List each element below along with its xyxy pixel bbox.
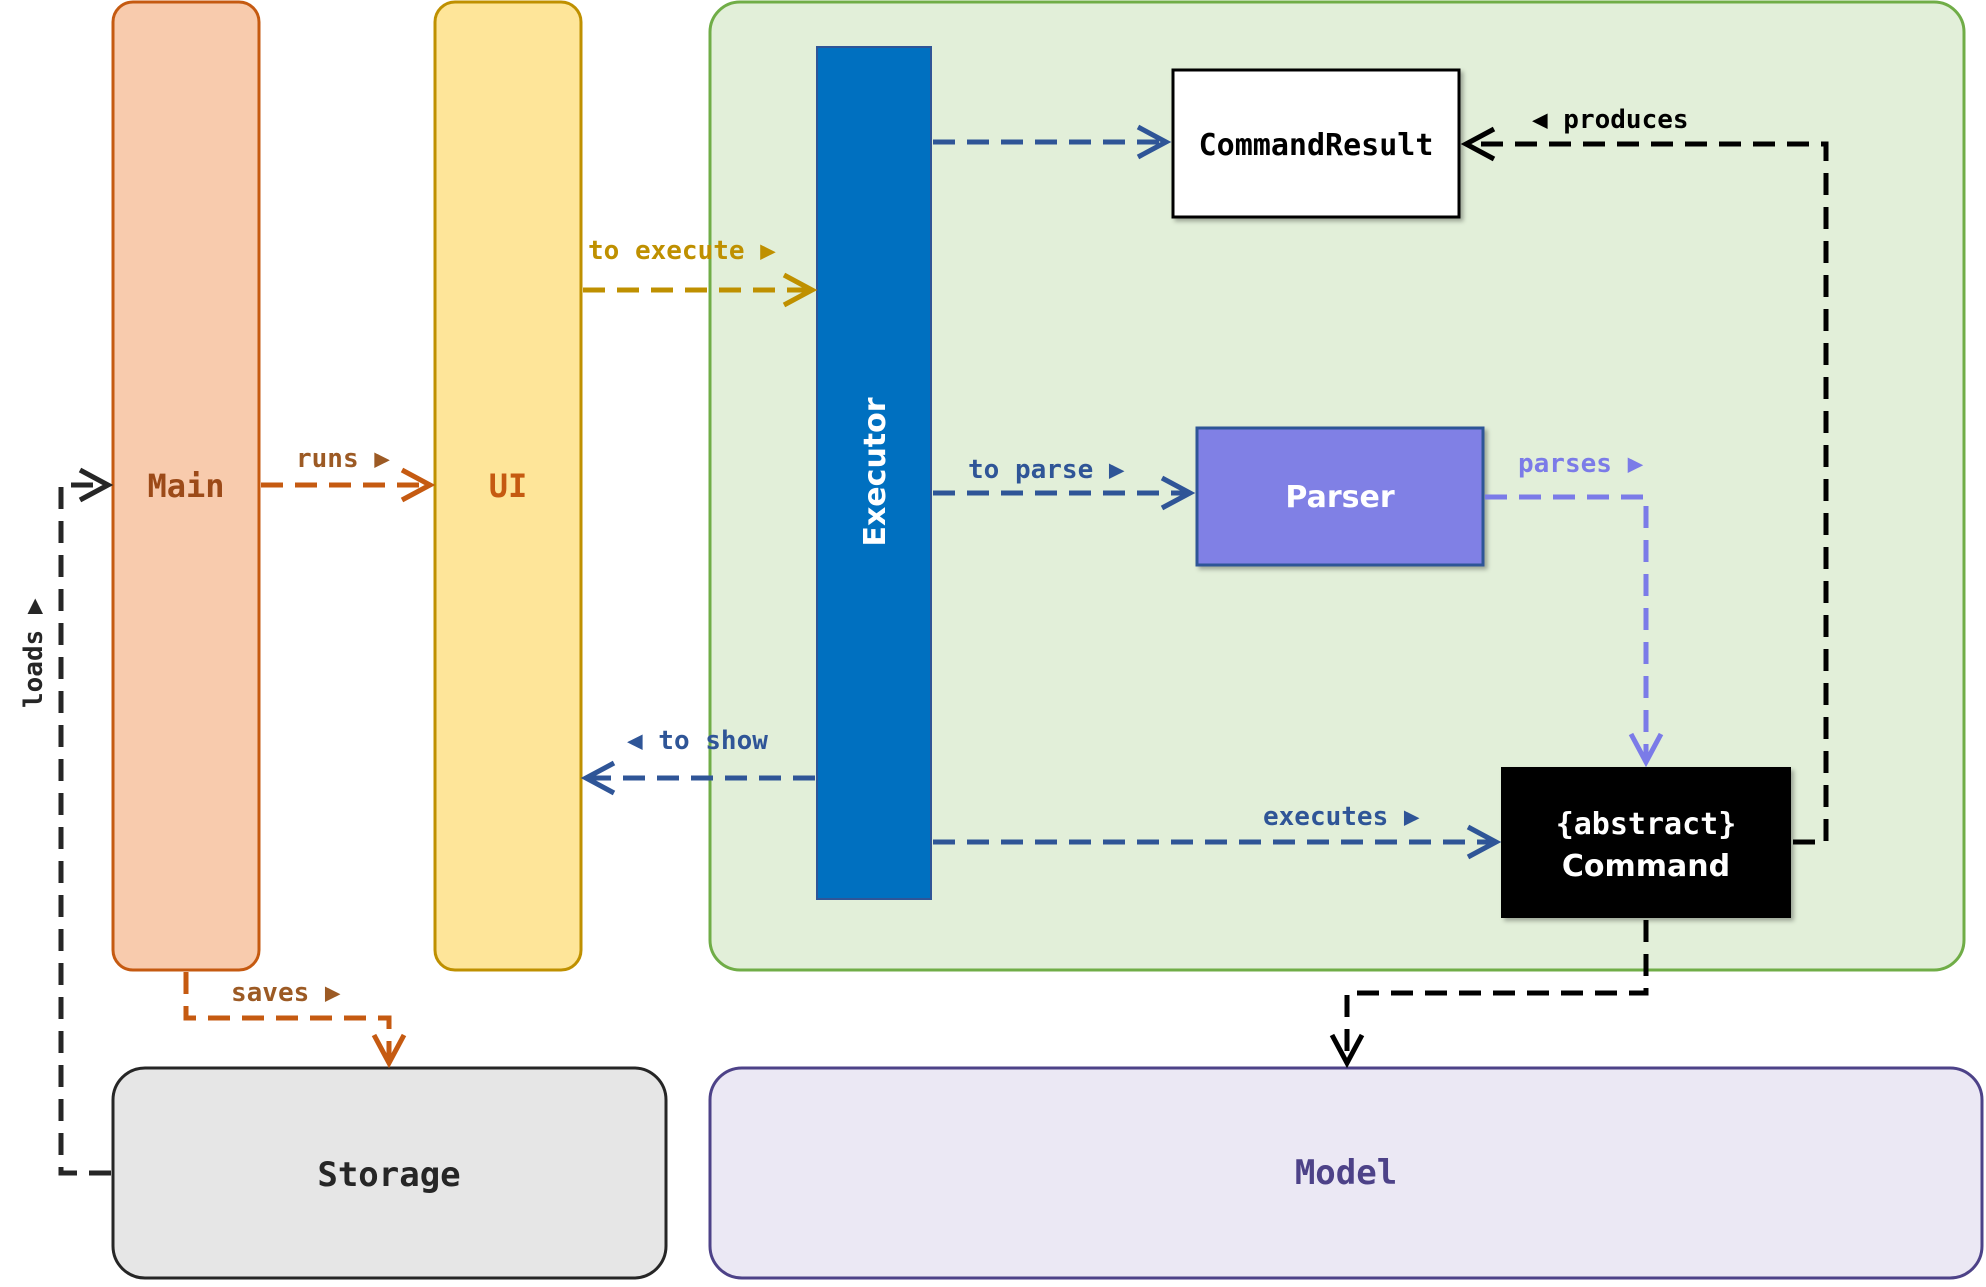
command-box xyxy=(1501,767,1791,918)
produces-label: ◀ produces xyxy=(1532,105,1689,135)
executes-label: executes ▶ xyxy=(1263,802,1420,832)
runs-arrow xyxy=(261,467,436,503)
produces-arrow xyxy=(1460,126,1829,845)
to-show-label: ◀ to show xyxy=(627,726,768,756)
to-show-arrow xyxy=(580,760,815,796)
command-result-box xyxy=(1171,68,1461,219)
parser-label: Parser xyxy=(1285,480,1394,515)
parses-label: parses ▶ xyxy=(1518,449,1644,479)
parser-box xyxy=(1195,426,1485,567)
storage-label: Storage xyxy=(317,1155,460,1195)
command-label-abstract: {abstract} xyxy=(1556,807,1737,842)
model-box xyxy=(708,1066,1984,1280)
to-parse-label: to parse ▶ xyxy=(968,455,1125,485)
model-label: Model xyxy=(1295,1153,1397,1193)
saves-label: saves ▶ xyxy=(231,978,341,1008)
to-execute-arrow xyxy=(583,272,818,308)
main-box xyxy=(111,0,261,972)
command-label-name: Command xyxy=(1562,849,1730,884)
executor-box xyxy=(816,46,932,900)
main-label: Main xyxy=(147,467,224,505)
command-model-arrow xyxy=(1329,920,1649,1069)
runs-label: runs ▶ xyxy=(296,444,390,474)
to-parse-arrow xyxy=(933,475,1196,511)
executes-arrow xyxy=(933,824,1502,860)
executor-label: Executor xyxy=(858,397,893,546)
saves-arrow xyxy=(183,972,407,1069)
ui-box xyxy=(433,0,583,972)
loads-arrow xyxy=(58,467,114,1176)
to-execute-label: to execute ▶ xyxy=(588,236,776,266)
parses-arrow xyxy=(1485,494,1664,768)
loads-label: loads ▶ xyxy=(19,598,49,708)
ui-label: UI xyxy=(489,467,528,505)
creates-result-arrow xyxy=(933,124,1172,160)
storage-box xyxy=(111,1066,668,1280)
command-result-label: CommandResult xyxy=(1199,128,1434,163)
